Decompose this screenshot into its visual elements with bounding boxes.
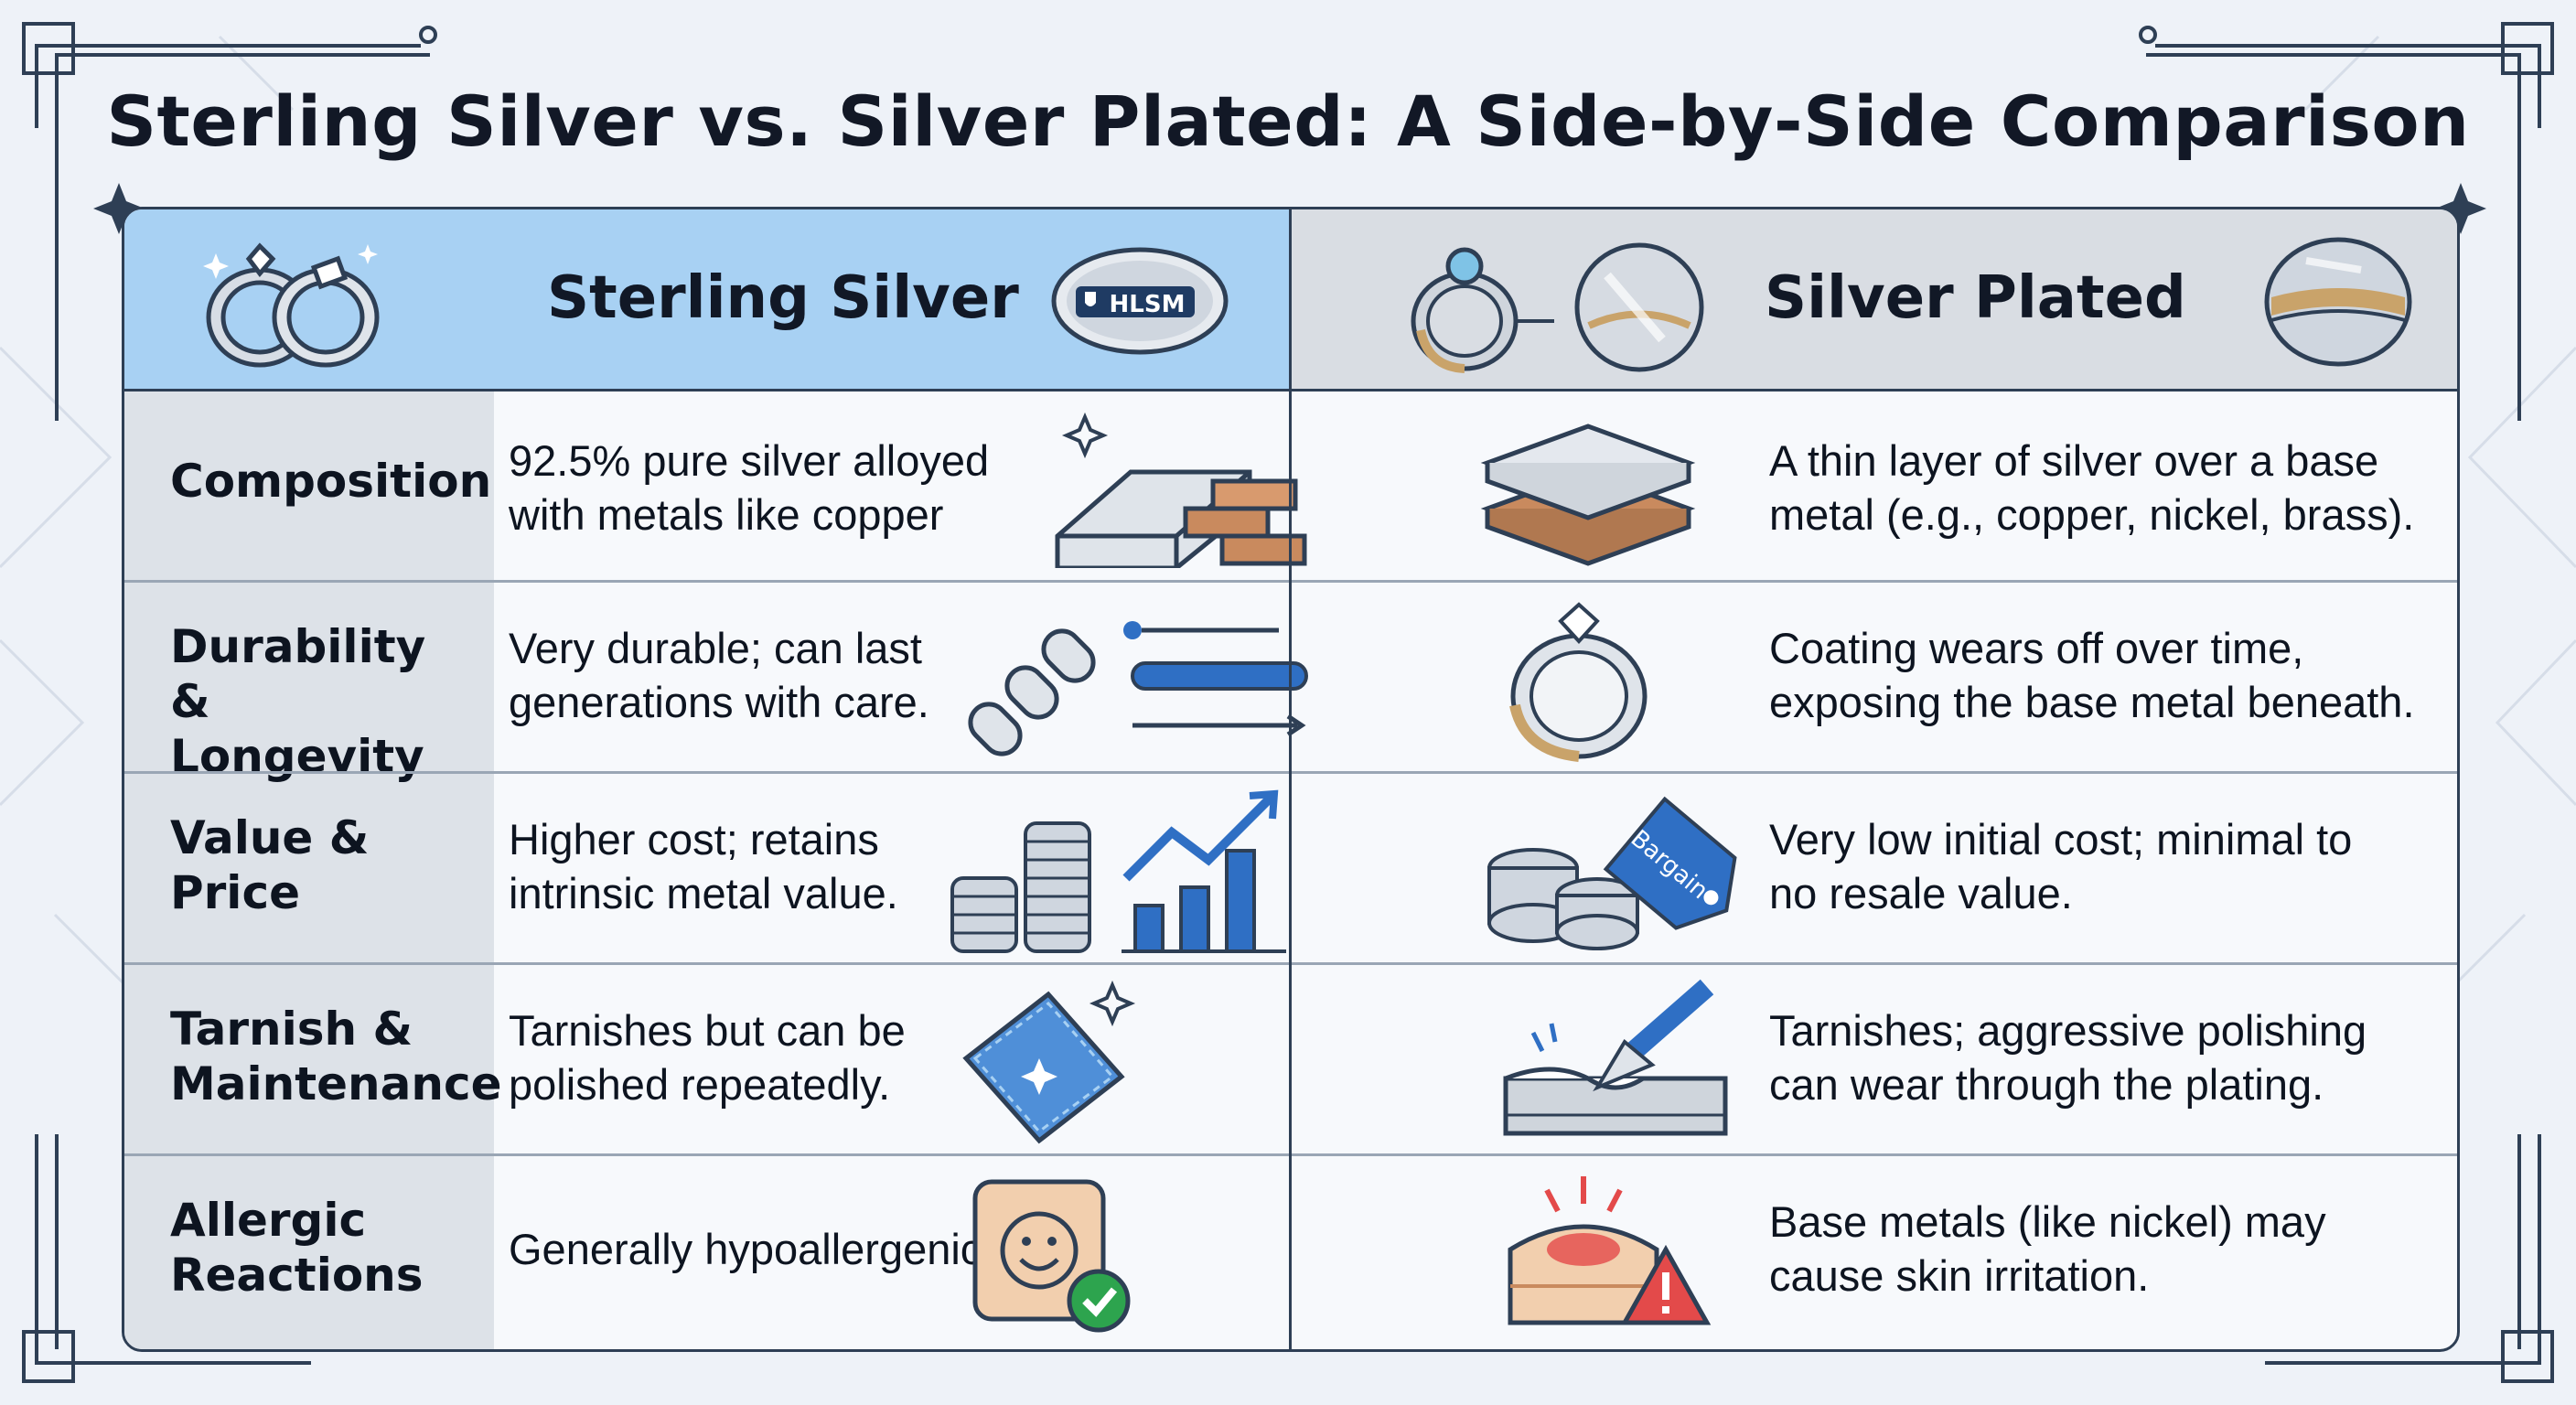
brush-scraping-icon	[1503, 979, 1728, 1136]
row-label: Tarnish &Maintenance	[170, 1003, 502, 1110]
coin-icon	[1574, 242, 1704, 372]
smiley-check-icon	[972, 1179, 1131, 1333]
bargain-tag-icon: Bargain	[1487, 796, 1737, 950]
silver-plated-header: Silver Plated	[1291, 209, 2457, 391]
plated-ring-icon	[1411, 247, 1554, 373]
table-row-tarnish: Tarnish &Maintenance Tarnishes but can b…	[124, 965, 2457, 1156]
silver-seal-icon: HLSM	[1051, 247, 1229, 355]
layered-metal-icon	[1480, 424, 1696, 566]
sterling-cell-text: Generally hypoallergenic.	[509, 1225, 994, 1273]
sterling-silver-title: Sterling Silver	[547, 264, 1019, 332]
layered-disc-icon	[2264, 237, 2412, 367]
plated-cell-text: Coating wears off over time,exposing the…	[1769, 624, 2415, 726]
column-divider	[1289, 209, 1292, 1349]
row-label: Value &Price	[170, 811, 370, 919]
seal-badge-text: HLSM	[1110, 291, 1186, 318]
comparison-table: Sterling Silver HLSM Silver Plated	[122, 207, 2460, 1352]
silver-bars-icon	[1055, 412, 1307, 568]
row-label: Composition	[170, 455, 492, 508]
page-title: Sterling Silver vs. Silver Plated: A Sid…	[106, 80, 2470, 162]
worn-ring-icon	[1509, 602, 1648, 762]
skin-irritation-icon	[1508, 1176, 1712, 1325]
chain-ruler-icon	[968, 621, 1308, 756]
polishing-cloth-icon	[962, 980, 1136, 1144]
rings-icon	[203, 242, 380, 368]
silver-plated-title: Silver Plated	[1765, 264, 2186, 332]
table-row-durability: Durability &Longevity Very durable; can …	[124, 583, 2457, 783]
row-label: Durability &Longevity	[170, 620, 426, 783]
coins-chart-icon	[950, 789, 1286, 953]
row-label-column	[124, 391, 494, 1349]
sterling-silver-header: Sterling Silver HLSM	[124, 209, 1291, 391]
